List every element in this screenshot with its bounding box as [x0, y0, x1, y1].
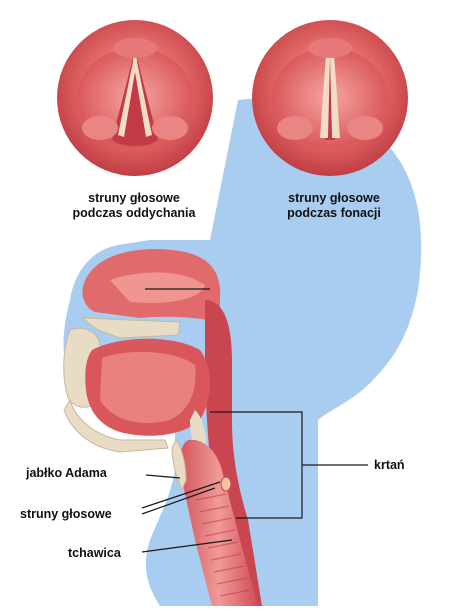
scope-view-phonation — [252, 20, 408, 176]
label-trachea: tchawica — [68, 546, 121, 561]
label-vocal-cords: struny głosowe — [20, 507, 112, 522]
scope-view-breathing — [57, 20, 213, 176]
label-larynx: krtań — [374, 458, 405, 473]
caption-phonation-line1: struny głosowe — [287, 191, 381, 206]
caption-breathing: struny głosowe podczas oddychania — [73, 191, 196, 221]
caption-breathing-line1: struny głosowe — [73, 191, 196, 206]
caption-phonation: struny głosowe podczas fonacji — [287, 191, 381, 221]
caption-breathing-line2: podczas oddychania — [73, 206, 196, 221]
caption-phonation-line2: podczas fonacji — [287, 206, 381, 221]
vocal-cords-marker — [221, 477, 231, 491]
label-adams-apple: jabłko Adama — [26, 466, 107, 481]
